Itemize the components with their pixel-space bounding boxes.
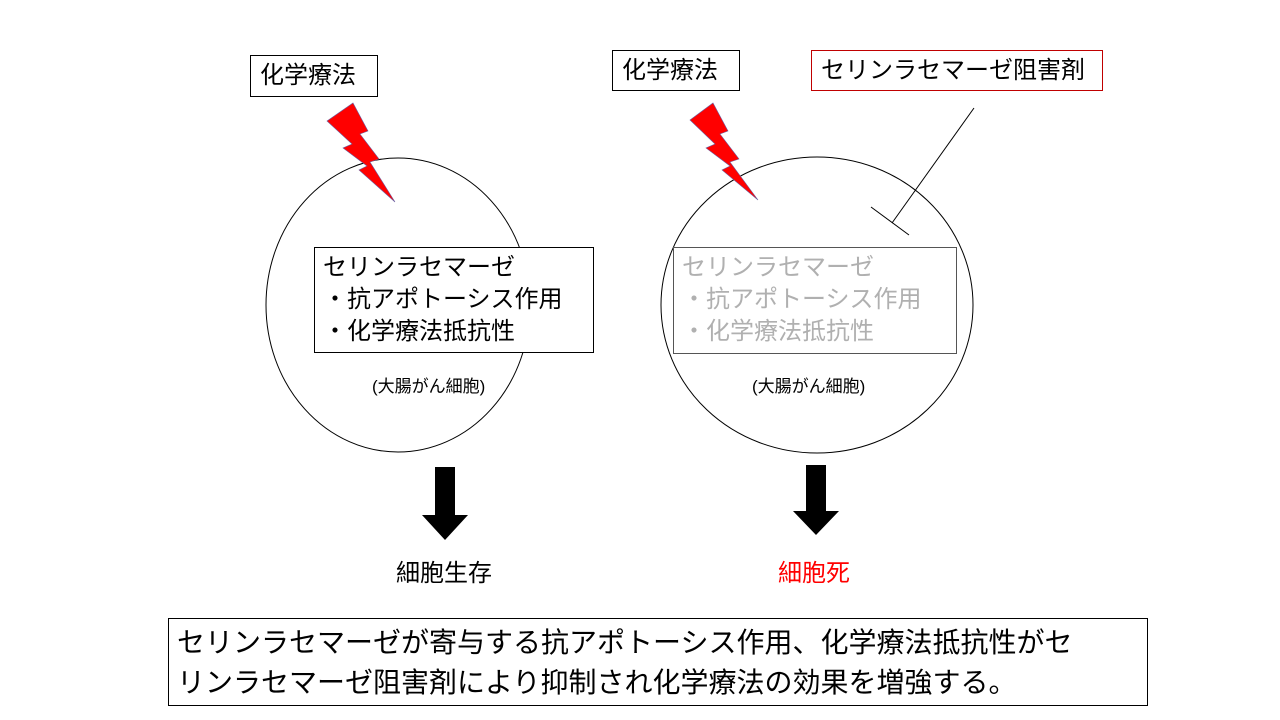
left-enzyme-item: ・抗アポトーシス作用	[323, 286, 563, 313]
right-lightning-icon	[689, 102, 759, 201]
right-enzyme-box-inhibited: セリンラセマーゼ ・抗アポトーシス作用 ・化学療法抵抗性	[673, 247, 957, 354]
left-lightning-icon	[326, 102, 396, 203]
inhibition-line	[891, 107, 975, 224]
right-enzyme-title: セリンラセマーゼ	[682, 254, 874, 281]
inhibitor-text: セリンラセマーゼ阻害剤	[821, 57, 1085, 84]
left-down-arrow-icon	[422, 467, 468, 540]
right-down-arrow-icon	[793, 465, 839, 535]
right-outcome-death: 細胞死	[778, 560, 850, 587]
left-outcome-survival: 細胞生存	[396, 560, 492, 587]
right-chemotherapy-text: 化学療法	[622, 57, 718, 84]
inhibition-bar	[870, 206, 910, 236]
inhibitor-label: セリンラセマーゼ阻害剤	[811, 50, 1103, 91]
left-enzyme-item: ・化学療法抵抗性	[323, 318, 515, 345]
right-cell-label: (大腸がん細胞)	[752, 377, 866, 396]
left-chemotherapy-text: 化学療法	[260, 62, 356, 89]
summary-line: リンラセマーゼ阻害剤により抑制され化学療法の効果を増強する。	[177, 667, 1017, 698]
right-cell-outline	[660, 156, 974, 454]
right-chemotherapy-label: 化学療法	[612, 50, 740, 91]
summary-line: セリンラセマーゼが寄与する抗アポトーシス作用、化学療法抵抗性がセ	[177, 627, 1073, 658]
summary-box: セリンラセマーゼが寄与する抗アポトーシス作用、化学療法抵抗性がセ リンラセマーゼ…	[168, 618, 1148, 706]
left-cell-label: (大腸がん細胞)	[372, 377, 486, 396]
right-enzyme-item: ・抗アポトーシス作用	[682, 286, 922, 313]
left-chemotherapy-label: 化学療法	[250, 55, 378, 97]
right-enzyme-item: ・化学療法抵抗性	[682, 318, 874, 345]
left-enzyme-box: セリンラセマーゼ ・抗アポトーシス作用 ・化学療法抵抗性	[314, 247, 594, 353]
left-enzyme-title: セリンラセマーゼ	[323, 254, 515, 281]
